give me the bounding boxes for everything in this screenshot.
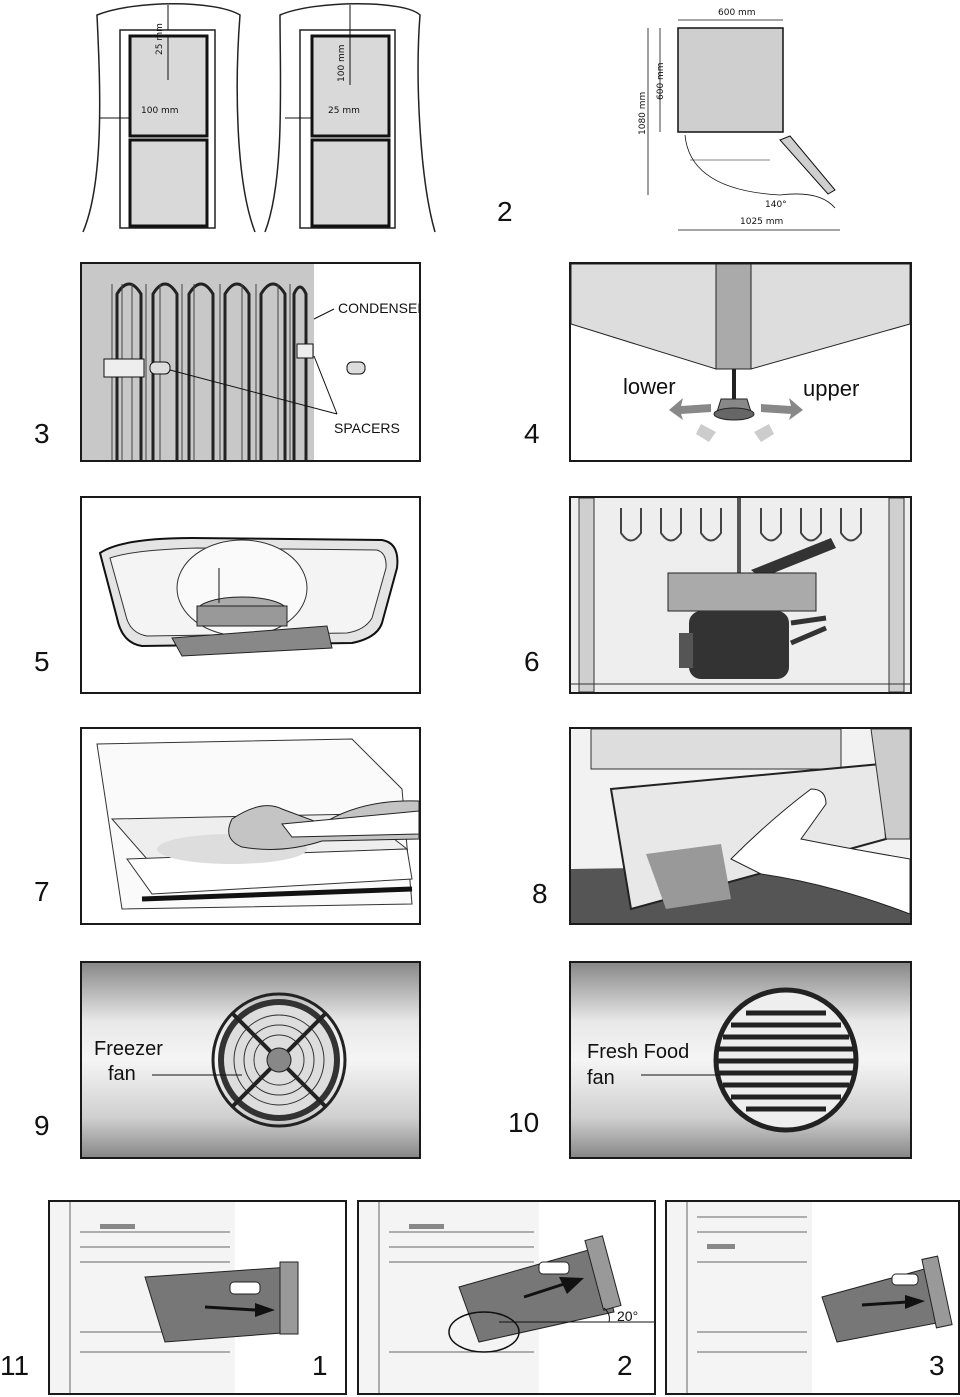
figure-5-drip-tray: [80, 496, 421, 694]
step-number-7: 7: [34, 876, 50, 907]
step-number-5: 5: [34, 646, 50, 677]
upper-label: upper: [803, 376, 860, 401]
figure-10-fresh-food-fan: Fresh Food fan: [569, 961, 912, 1159]
spacers-label: SPACERS: [334, 420, 400, 436]
lower-label: lower: [623, 374, 676, 399]
left-top-gap-label: 25 mm: [155, 23, 165, 55]
sub-step-number-3: 3: [929, 1350, 945, 1381]
step-number-9: 9: [34, 1110, 50, 1141]
height-label: 1080 mm: [638, 91, 648, 135]
step-number-4: 4: [524, 418, 540, 449]
left-side-gap-label: 100 mm: [141, 106, 179, 116]
figure-6-compressor: [569, 496, 912, 694]
figure-11-step-2: 20° 2: [357, 1200, 656, 1395]
figure-3-condenser: CONDENSER SPACERS: [80, 262, 421, 462]
freezer-label: Freezer: [94, 1038, 163, 1060]
step-number-6: 6: [524, 646, 540, 677]
step-number-11: 11: [0, 1350, 30, 1381]
fresh-food-fan-label: fan: [587, 1067, 615, 1089]
step-number-10: 10: [508, 1107, 540, 1138]
step-number-2: 2: [497, 196, 513, 227]
width-label: 600 mm: [718, 8, 756, 18]
figure-7-cleaning: [80, 727, 421, 925]
right-side-gap-label: 25 mm: [328, 106, 360, 116]
figure-1-clearances: 25 mm 100 mm 100 mm 25 mm: [75, 0, 445, 240]
depth-label: 600 mm: [656, 62, 666, 100]
step-number-8: 8: [532, 878, 548, 909]
condenser-label: CONDENSER: [338, 300, 421, 316]
tilt-angle-label: 20°: [617, 1308, 639, 1324]
fresh-food-label: Fresh Food: [587, 1041, 690, 1063]
sub-step-number-2: 2: [617, 1350, 633, 1381]
figure-8-drawer: [569, 727, 912, 925]
figure-11-step-1: 1: [48, 1200, 347, 1395]
figure-4-leveling-feet: lower upper: [569, 262, 912, 462]
step-number-3: 3: [34, 418, 50, 449]
right-top-gap-label: 100 mm: [337, 44, 347, 82]
sub-step-number-1: 1: [312, 1350, 328, 1381]
figure-11-step-3: 3: [665, 1200, 960, 1395]
freezer-fan-label: fan: [108, 1063, 136, 1085]
door-angle-label: 140°: [765, 200, 787, 210]
figure-2-dimensions: 600 mm 600 mm 1080 mm 140° 1025 mm: [630, 0, 850, 240]
figure-9-freezer-fan: Freezer fan: [80, 961, 421, 1159]
total-depth-label: 1025 mm: [740, 217, 784, 227]
